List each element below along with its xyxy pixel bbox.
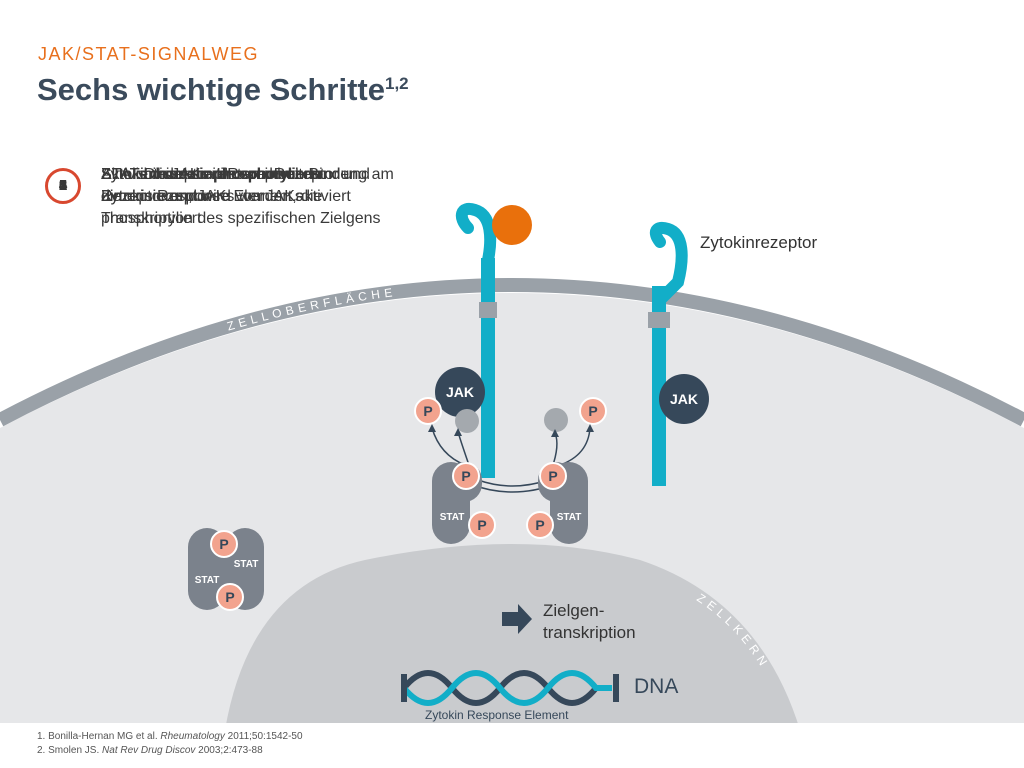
target-transcription-label: Zielgen- transkription [543, 601, 636, 642]
cytokine-receptor-left [455, 202, 497, 478]
reference-1: 1. Bonilla-Hernan MG et al. Rheumatology… [37, 731, 303, 742]
step-text-4: STAT bindet an phosphorylierten Rezeptor… [101, 166, 333, 227]
step-text-3: Aktivierte JAKs phosphorylieren den Zyto… [101, 166, 359, 205]
transcription-arrow-icon [502, 604, 532, 634]
cytokine-receptor-right [648, 221, 688, 486]
phosphate-jak-left: P [414, 397, 442, 425]
svg-text:P: P [461, 468, 470, 484]
phosphate-dimer-top: P [210, 530, 238, 558]
page-title: Sechs wichtige Schritte1,2 [37, 72, 409, 107]
references: 1. Bonilla-Hernan MG et al. Rheumatology… [37, 730, 303, 758]
step-badge: 1 2 3 4 5 6 [45, 168, 81, 204]
section-kicker: JAK/STAT-SIGNALWEG [38, 44, 260, 64]
cell-membrane [0, 278, 1024, 427]
response-element-label: Zytokin Response Element [425, 708, 569, 722]
svg-text:P: P [535, 517, 544, 533]
footer-band [0, 723, 1024, 768]
phosphate-stat-right-top: P [539, 462, 567, 490]
phosphate-stat-right-bottom: P [526, 511, 554, 539]
receptor-label: Zytokinrezeptor [700, 233, 818, 252]
dna-label: DNA [634, 675, 679, 698]
step-text-6: STAT-Dimere initiieren durch Bindung am … [101, 166, 394, 227]
phosphate-dimer-bottom: P [216, 583, 244, 611]
svg-text:P: P [588, 403, 597, 419]
phosphate-jak-right: P [579, 397, 607, 425]
step-text-5: STATs dissoziieren vom Rezeptor und dime… [101, 166, 370, 205]
phosphate-stat-left-top: P [452, 462, 480, 490]
svg-text:STAT: STAT [234, 559, 259, 570]
svg-text:P: P [477, 517, 486, 533]
stat-binding-site-left [455, 409, 479, 433]
svg-text:JAK: JAK [446, 384, 474, 400]
step-text-1: Zytokin bindet an Rezeptor [101, 166, 293, 183]
step-text-2: Zytokinrezeptor-Untereinheiten dimerisie… [101, 166, 351, 205]
jak-left: JAK [435, 367, 485, 417]
svg-text:STAT: STAT [557, 512, 582, 523]
dna-helix-icon [401, 670, 619, 706]
arrow-heads [428, 424, 594, 437]
reference-2: 2. Smolen JS. Nat Rev Drug Discov 2003;2… [37, 745, 263, 756]
jak-right: JAK [659, 374, 709, 424]
phosphate-stat-left-bottom: P [468, 511, 496, 539]
svg-text:P: P [423, 403, 432, 419]
cytokine-ball [492, 205, 532, 245]
svg-text:P: P [225, 589, 234, 605]
nucleus [225, 544, 800, 730]
svg-text:P: P [548, 468, 557, 484]
svg-text:STAT: STAT [440, 512, 465, 523]
svg-text:JAK: JAK [670, 391, 698, 407]
stat-binding-site-right [544, 408, 568, 432]
svg-text:P: P [219, 536, 228, 552]
svg-text:STAT: STAT [195, 575, 220, 586]
step-descriptions: Zytokin bindet an Rezeptor Zytokinrezept… [101, 164, 401, 230]
